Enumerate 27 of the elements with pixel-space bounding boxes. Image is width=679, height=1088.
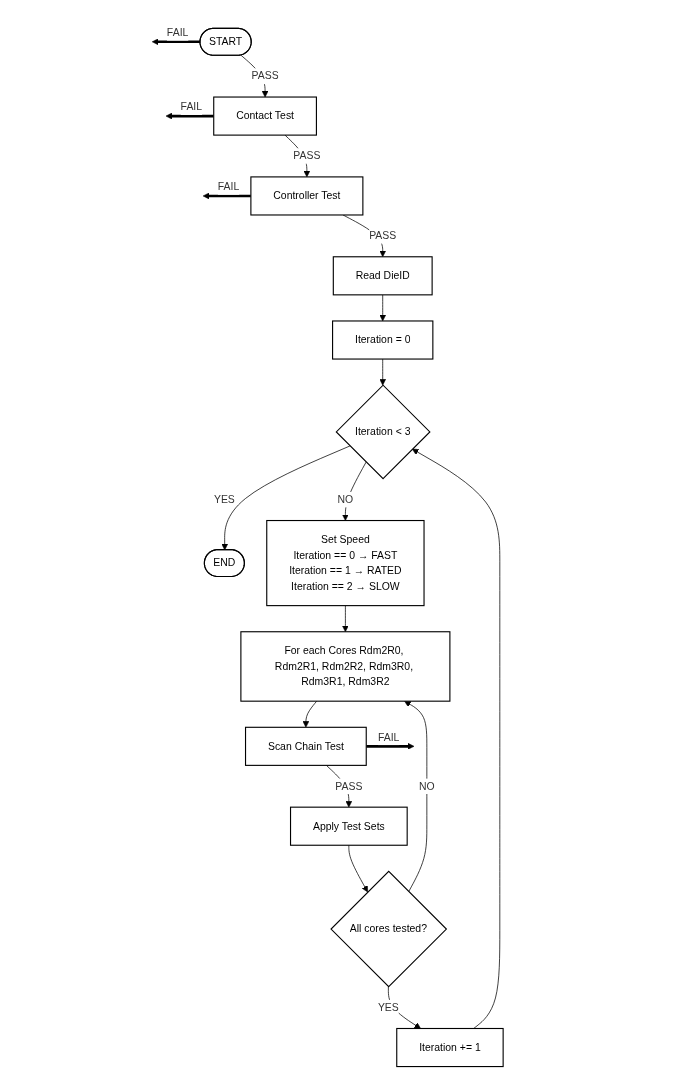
edge-label: FAIL — [218, 179, 240, 195]
arrow — [203, 192, 252, 200]
decision-diamond: Iteration < 3 — [335, 384, 431, 480]
process-box: Read DieID — [333, 256, 433, 296]
arrow — [165, 112, 214, 120]
terminal-box: END — [204, 549, 246, 578]
edge-label: NO — [337, 491, 354, 508]
terminal-box: START — [199, 27, 252, 56]
edge-label: PASS — [335, 778, 363, 795]
process-box: Apply Test Sets — [290, 806, 408, 846]
process-box: Iteration += 1 — [396, 1027, 504, 1068]
edge-label: YES — [378, 999, 400, 1016]
edge-label: FAIL — [180, 99, 203, 115]
decision-diamond: All cores tested? — [330, 870, 448, 988]
process-box: Scan Chain Test — [245, 726, 368, 766]
process-box: Set Speed Iteration == 0 → FAST Iteration == 1 → RATED Iteration == 2 → SLOW — [266, 519, 425, 607]
process-box: Controller Test — [250, 176, 364, 216]
edge-label: FAIL — [167, 25, 189, 41]
edge-label: PASS — [251, 68, 279, 84]
edge-label: PASS — [293, 148, 321, 164]
arrow — [152, 38, 201, 46]
process-box: For each Cores Rdm2R0, Rdm2R1, Rdm2R2, Rdm3R0, Rdm3R1, Rdm3R2 — [240, 631, 451, 702]
process-box: Contact Test — [213, 96, 318, 136]
edge-label: NO — [419, 778, 435, 795]
process-box: Iteration = 0 — [332, 320, 434, 360]
arrow — [366, 743, 415, 750]
edge-label: PASS — [369, 228, 397, 244]
